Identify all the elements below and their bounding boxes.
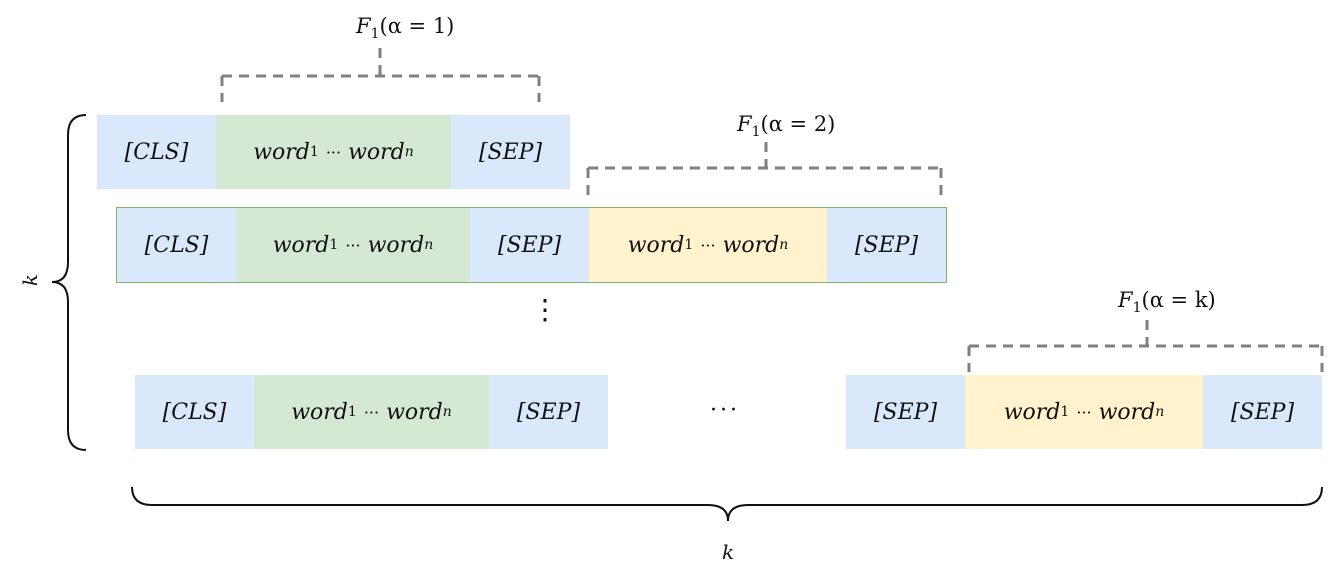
left-curly-brace	[51, 114, 87, 451]
rowk-sep-token-1: [SEP]	[489, 375, 608, 449]
row1-sep-token: [SEP]	[451, 115, 570, 189]
rowk-cls-token: [CLS]	[135, 375, 254, 449]
row2-outline	[116, 207, 947, 283]
k-vertical-label: k	[18, 273, 43, 287]
dashed-bracket-alpha-2	[586, 142, 943, 196]
rowk-sep-token-2: [SEP]	[846, 375, 965, 449]
f1-alpha-k-label: F1(α = k)	[1118, 288, 1216, 317]
row2-cls-token: [CLS]	[117, 208, 236, 282]
f1-alpha-2-label: F1(α = 2)	[737, 112, 836, 141]
k-horizontal-label: k	[722, 540, 735, 564]
row2-sep-token-1: [SEP]	[470, 208, 589, 282]
bottom-curly-brace	[131, 486, 1323, 522]
f1-alpha-1-label: F1(α = 1)	[356, 14, 455, 43]
row1-cls-token: [CLS]	[97, 115, 216, 189]
row2-sep-token-2: [SEP]	[827, 208, 946, 282]
dashed-bracket-alpha-1	[220, 48, 541, 102]
rowk-sep-token-3: [SEP]	[1203, 375, 1322, 449]
horizontal-ellipsis: ···	[710, 398, 740, 423]
vertical-ellipsis: ⋮	[531, 293, 559, 326]
dashed-bracket-alpha-k	[967, 320, 1324, 372]
